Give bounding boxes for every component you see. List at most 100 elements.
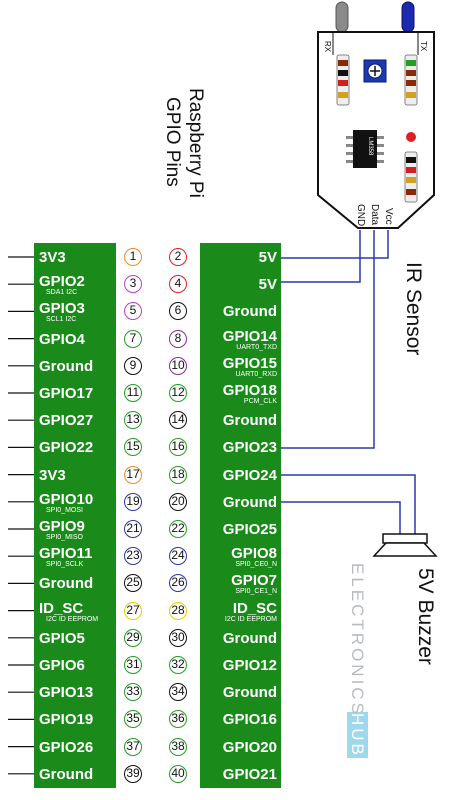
pin-1-label: 3V3 xyxy=(39,249,66,266)
board-title-line2: GPIO Pins xyxy=(162,97,183,187)
pin-4-circle: 4 xyxy=(169,275,187,294)
pin-20-label: Ground xyxy=(222,493,277,511)
pin-29-label: GPIO5 xyxy=(39,629,85,647)
rx-led-icon xyxy=(335,1,349,33)
pin-5-sublabel: SCL1 I2C xyxy=(46,316,77,324)
wire-gnd xyxy=(281,230,389,259)
resistor-right-bottom-icon xyxy=(404,151,418,203)
pin-40-label: GPIO21 xyxy=(222,765,277,783)
pin-26-circle: 26 xyxy=(169,574,187,593)
pin-10-sublabel: UART0_RXD xyxy=(235,370,278,378)
pin-25-circle: 25 xyxy=(124,574,142,593)
tx-led-icon xyxy=(401,1,415,33)
pin-6-label: Ground xyxy=(222,303,277,321)
pin-36-label: GPIO16 xyxy=(222,711,277,729)
pin-5-label: GPIO3 xyxy=(39,300,85,318)
pin-25-label: Ground xyxy=(39,575,94,593)
pin-7-circle: 7 xyxy=(124,329,142,348)
board-title-line1: Raspberry Pi xyxy=(185,88,206,198)
pin-9-circle: 9 xyxy=(124,356,142,375)
pin-38-label: GPIO20 xyxy=(222,738,277,756)
pin-26-label: GPIO7 xyxy=(231,572,277,590)
pin-3-label: GPIO2 xyxy=(39,273,85,291)
pin-24-sublabel: SPI0_CE0_N xyxy=(235,561,277,569)
wire-buzzer-signal xyxy=(281,474,416,534)
pin-34-circle: 34 xyxy=(169,683,187,702)
watermark-hub-badge xyxy=(347,712,368,758)
pin-16-label: GPIO23 xyxy=(222,439,277,457)
pin-2-label: 5V xyxy=(258,249,277,266)
pin-18-circle: 18 xyxy=(169,465,187,484)
pin-39-label: Ground xyxy=(39,765,94,783)
pin-22-label: GPIO25 xyxy=(222,521,277,538)
pin-33-circle: 33 xyxy=(124,683,142,702)
pin-12-sublabel: PCM_CLK xyxy=(243,398,277,405)
pin-14-circle: 14 xyxy=(169,411,187,430)
pin-28-sublabel: I2C ID EEPROM xyxy=(224,615,277,623)
buzzer-icon xyxy=(372,533,438,557)
pin-23-label: GPIO11 xyxy=(39,545,93,563)
wire-buzzer-ground xyxy=(281,501,401,534)
pin-15-label: GPIO22 xyxy=(39,439,94,457)
pin-30-label: Ground xyxy=(222,629,277,647)
pin-27-label: ID_SC xyxy=(39,599,84,617)
pin-37-circle: 37 xyxy=(124,737,142,756)
rx-label: RX xyxy=(323,41,332,53)
pin-30-circle: 30 xyxy=(169,628,187,647)
resistor-left-icon xyxy=(336,54,350,106)
pin-37-label: GPIO26 xyxy=(39,738,94,756)
pin-36-circle: 36 xyxy=(169,710,187,729)
resistor-right-top-icon xyxy=(404,54,418,106)
pin-27-circle: 27 xyxy=(124,601,142,620)
left-pin-board xyxy=(34,243,116,788)
pin-10-circle: 10 xyxy=(169,356,187,375)
left-header-stubs xyxy=(8,256,34,775)
lm358-chip-icon xyxy=(346,130,384,168)
pin-12-circle: 12 xyxy=(169,384,187,402)
pin-10-label: GPIO15 xyxy=(222,354,277,372)
pin-16-circle: 16 xyxy=(169,438,187,457)
pin-21-label: GPIO9 xyxy=(39,518,85,535)
ir-sensor-title: IR Sensor xyxy=(402,262,425,356)
pin-5-circle: 5 xyxy=(124,302,142,321)
pin-29-circle: 29 xyxy=(124,628,142,647)
pin-8-circle: 8 xyxy=(169,329,187,348)
pin-39-circle: 39 xyxy=(124,764,142,783)
pin-24-circle: 24 xyxy=(169,547,187,566)
pin-24-label: GPIO8 xyxy=(231,545,277,563)
pin-38-circle: 38 xyxy=(169,737,187,756)
power-led-icon xyxy=(406,132,416,142)
right-pin-board xyxy=(200,243,281,788)
pin-3-circle: 3 xyxy=(124,275,142,294)
pin-11-label: GPIO17 xyxy=(39,385,94,402)
pin-31-label: GPIO6 xyxy=(39,657,85,674)
pin-19-circle: 19 xyxy=(124,492,142,511)
pin-3-sublabel: SDA1 I2C xyxy=(46,289,78,297)
pin-34-label: Ground xyxy=(222,684,277,702)
wire-vcc xyxy=(281,230,361,283)
pin-28-label: ID_SC xyxy=(232,599,277,617)
pin-32-circle: 32 xyxy=(169,656,187,674)
pin-9-label: Ground xyxy=(39,357,94,375)
pin-35-label: GPIO19 xyxy=(39,711,94,729)
pin-18-label: GPIO24 xyxy=(222,466,277,484)
pin-33-label: GPIO13 xyxy=(39,684,94,702)
pin-11-circle: 11 xyxy=(124,384,142,402)
pin-28-circle: 28 xyxy=(169,601,187,620)
pin-15-circle: 15 xyxy=(124,438,142,457)
pin-13-label: GPIO27 xyxy=(39,412,94,430)
chip-label: LM358 xyxy=(367,137,373,156)
pin-20-circle: 20 xyxy=(169,492,187,511)
pin-35-circle: 35 xyxy=(124,710,142,729)
pin-8-sublabel: UART0_TXD xyxy=(236,343,277,351)
pin-40-circle: 40 xyxy=(169,764,187,783)
pin-22-circle: 22 xyxy=(169,520,187,538)
pin-13-circle: 13 xyxy=(124,411,142,430)
pin-1-circle: 1 xyxy=(124,248,142,266)
pin-label-data: Data xyxy=(369,204,380,226)
pin-23-circle: 23 xyxy=(124,547,142,566)
pin-label-gnd: GND xyxy=(355,204,366,227)
pin-31-circle: 31 xyxy=(124,656,142,674)
